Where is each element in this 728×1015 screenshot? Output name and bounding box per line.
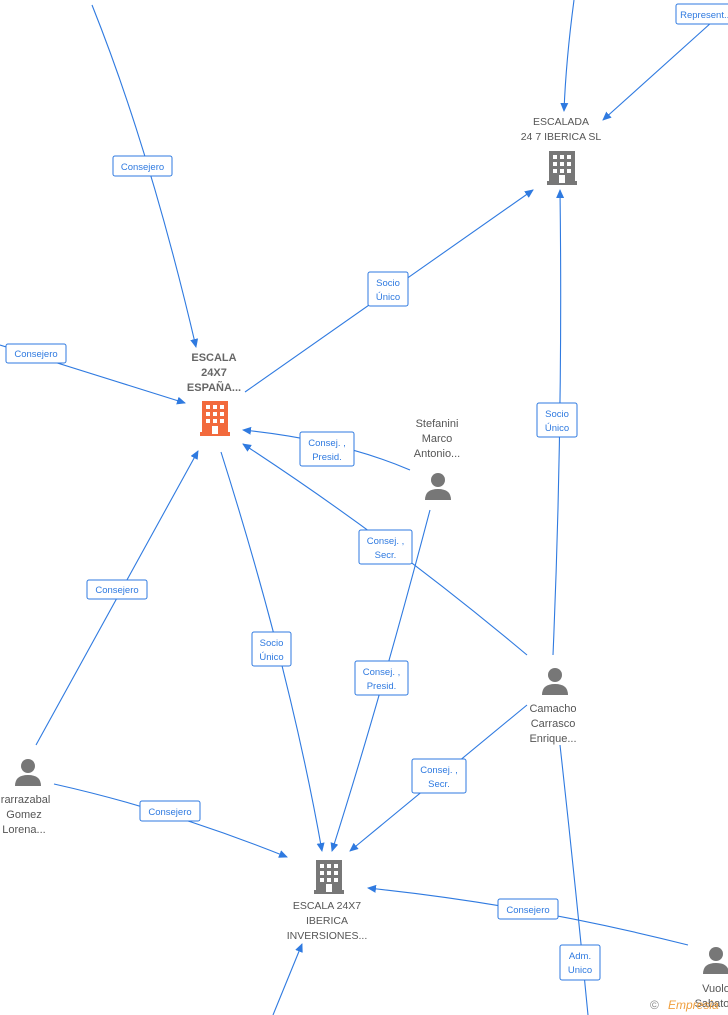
edge-label-socio-unico-escalada[interactable]: Socio Único — [367, 271, 409, 307]
building-icon — [200, 401, 230, 436]
node-name-line: Antonio... — [414, 448, 460, 460]
building-icon — [314, 860, 344, 894]
edge-label-consej-secr-inversiones[interactable]: Consej. , Secr. — [411, 758, 467, 794]
node-name-line: ESCALADA — [533, 116, 589, 128]
empresia-watermark: © Empresia — [650, 998, 719, 1012]
edge-label-text: Socio — [260, 638, 284, 649]
edge-label-text: Socio — [545, 409, 569, 420]
node-name-line: Stefanini — [416, 418, 459, 430]
building-icon — [547, 151, 577, 185]
edge-label-text: Secr. — [428, 779, 450, 790]
edge-label-consejero-top[interactable]: Consejero — [112, 155, 173, 177]
edge-labels: Consejero Consejero Represent... Socio Ú… — [5, 3, 728, 981]
node-name-line: 24X7 — [201, 367, 227, 379]
edge-label-socio-unico-camacho[interactable]: Socio Único — [536, 402, 578, 438]
node-name-line: IBERICA — [306, 915, 348, 927]
edge-label-text: Consej. , — [308, 438, 346, 449]
node-escala-24x7-espana[interactable]: ESCALA 24X7 ESPAÑA... — [187, 352, 241, 436]
node-name-line: Sabato — [695, 998, 728, 1010]
edge-label-text: Presid. — [312, 452, 342, 463]
edge-label-text: Consejero — [148, 807, 191, 818]
edge-label-text: Unico — [568, 965, 592, 976]
node-name-line: Camacho — [529, 703, 576, 715]
copyright-symbol: © — [650, 998, 659, 1012]
edge-label-text: Único — [545, 423, 569, 434]
edge-label-consej-presid-inversiones[interactable]: Consej. , Presid. — [354, 660, 409, 696]
edge-label-text: Consej. , — [367, 536, 405, 547]
node-stefanini[interactable]: Stefanini Marco Antonio... — [414, 418, 460, 500]
person-icon — [15, 759, 41, 786]
edge-label-text: Consejero — [121, 162, 164, 173]
node-escala-24x7-iberica-inversiones[interactable]: ESCALA 24X7 IBERICA INVERSIONES... — [287, 860, 368, 942]
node-name-line: INVERSIONES... — [287, 930, 368, 942]
edge-label-text: Represent... — [680, 10, 728, 21]
edge-label-text: Consejero — [14, 349, 57, 360]
person-icon — [425, 473, 451, 500]
node-escalada-24-7-iberica[interactable]: ESCALADA 24 7 IBERICA SL — [521, 116, 602, 185]
edge-label-text: Consejero — [95, 585, 138, 596]
edge-label-consejero-left[interactable]: Consejero — [5, 343, 67, 364]
edge-represent-to-escalada — [602, 21, 713, 121]
brand-logo-text: Empresia — [668, 998, 719, 1012]
person-icon — [542, 668, 568, 695]
edge-label-consej-secr-camacho[interactable]: Consej. , Secr. — [358, 529, 413, 565]
edge-label-text: Socio — [376, 278, 400, 289]
node-camacho[interactable]: Camacho Carrasco Enrique... — [529, 668, 577, 745]
edge-label-text: Presid. — [367, 681, 397, 692]
edge-label-text: Único — [376, 292, 400, 303]
edge-label-consej-presid-stefanini[interactable]: Consej. , Presid. — [299, 431, 355, 467]
person-icon — [703, 947, 728, 974]
edge-top-to-escalada — [560, 0, 575, 112]
node-vuolo[interactable]: Vuolo Sabato — [695, 947, 728, 1010]
edge-label-text: Consejero — [506, 905, 549, 916]
node-name-line: Enrique... — [529, 733, 576, 745]
edge-label-text: Consej. , — [420, 765, 458, 776]
edge-label-consejero-irarrazabal-inv[interactable]: Consejero — [139, 800, 201, 822]
edge-label-adm-unico[interactable]: Adm. Unico — [559, 944, 601, 981]
node-name-line: Gomez — [6, 809, 41, 821]
edge-label-represent[interactable]: Represent... — [675, 3, 728, 25]
edge-label-text: Único — [259, 652, 283, 663]
edge-label-text: Secr. — [375, 550, 397, 561]
node-name-line: 24 7 IBERICA SL — [521, 131, 602, 143]
node-irarrazabal[interactable]: Irarrazabal Gomez Lorena... — [0, 759, 50, 836]
node-name-line: Lorena... — [2, 824, 45, 836]
edge-label-socio-unico-inversiones[interactable]: Socio Único — [251, 631, 292, 667]
edge-label-consejero-vuolo[interactable]: Consejero — [497, 898, 559, 920]
edge-label-text: Consej. , — [363, 667, 401, 678]
node-name-line: ESCALA 24X7 — [293, 900, 361, 912]
node-name-line: Carrasco — [531, 718, 576, 730]
edge-label-text: Adm. — [569, 951, 591, 962]
edges — [0, 0, 713, 1015]
edge-camacho-adm-down — [559, 744, 589, 1015]
edge-bottom-to-inversiones — [272, 943, 303, 1015]
edge-label-consejero-irarrazabal[interactable]: Consejero — [86, 579, 148, 600]
node-name-line: Irarrazabal — [0, 794, 50, 806]
node-name-line: Marco — [422, 433, 453, 445]
node-name-line: ESPAÑA... — [187, 381, 241, 394]
node-name-line: Vuolo — [702, 983, 728, 995]
node-name-line: ESCALA — [191, 352, 236, 364]
